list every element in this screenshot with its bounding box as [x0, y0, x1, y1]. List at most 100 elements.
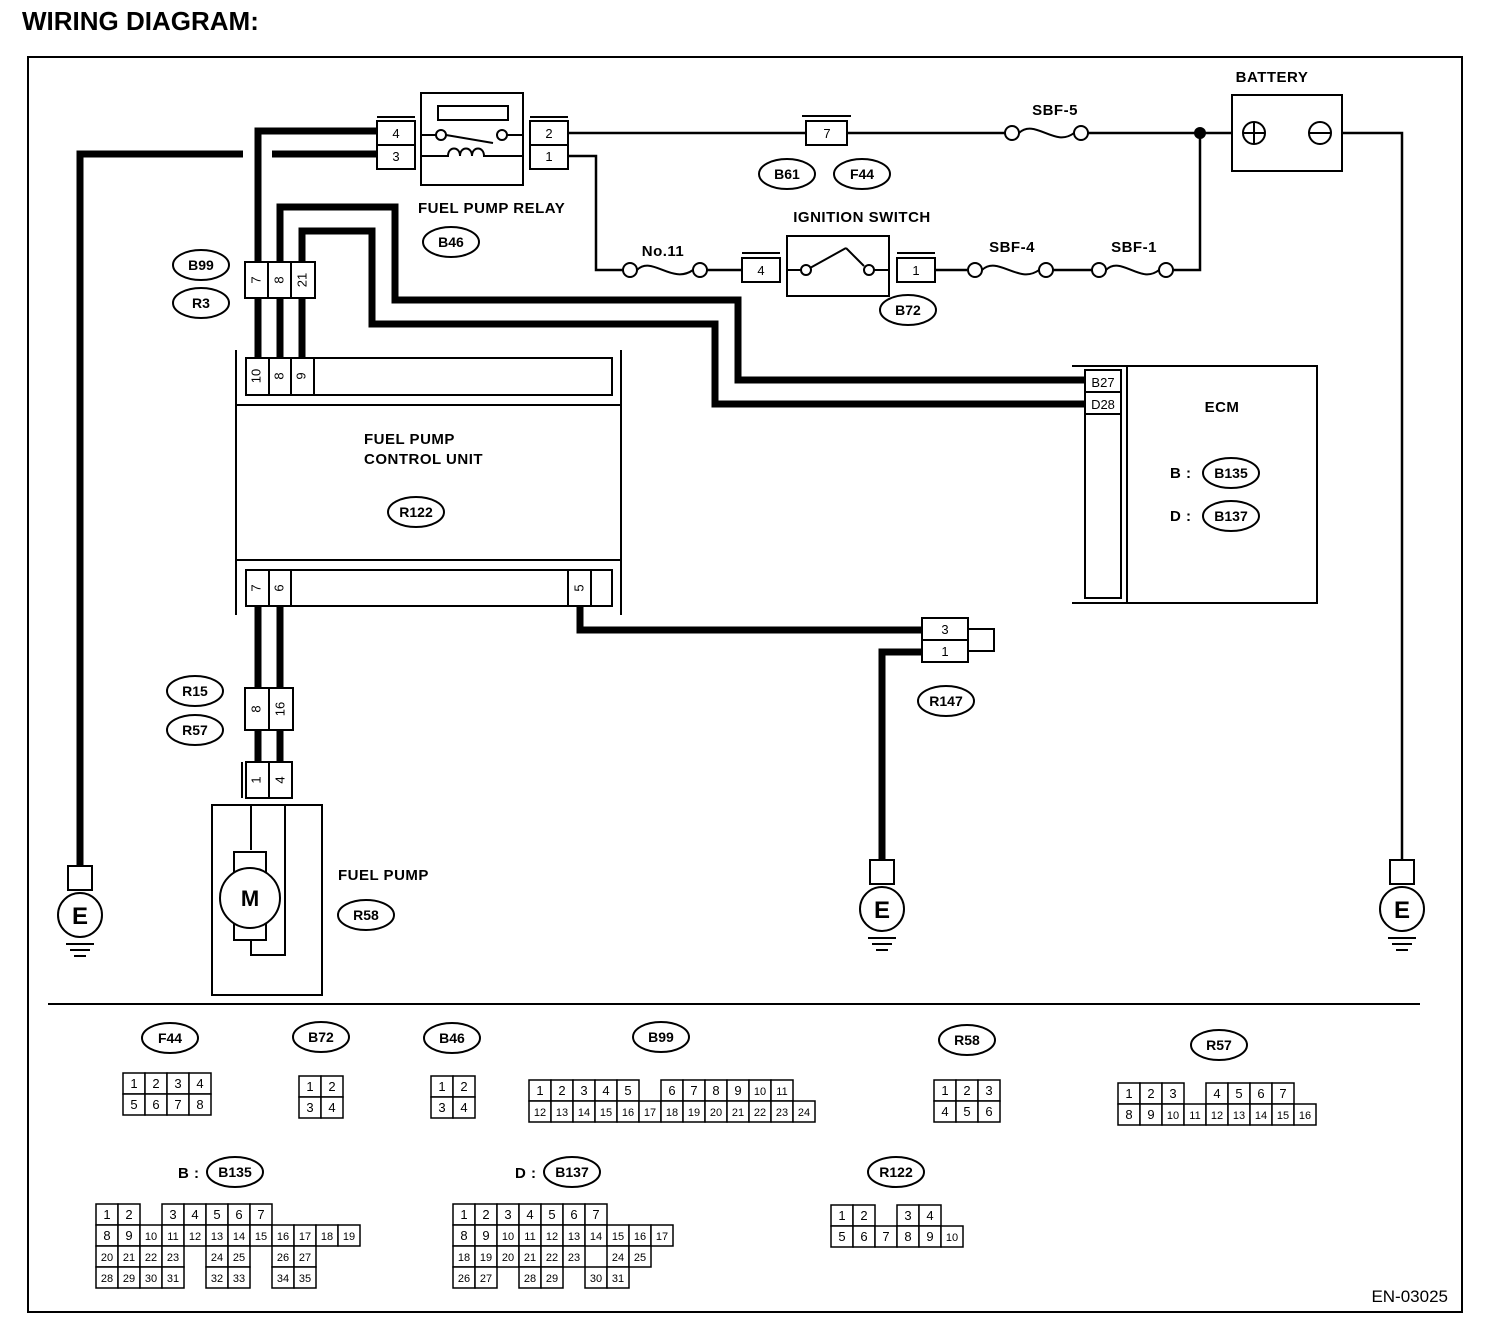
legend-pin-number: 9 — [482, 1228, 489, 1243]
svg-text:SBF-1: SBF-1 — [1111, 239, 1157, 256]
legend-pin-number: 20 — [101, 1252, 113, 1264]
svg-text:7: 7 — [248, 584, 263, 591]
legend-pin-number: 22 — [754, 1107, 766, 1119]
svg-text:4: 4 — [757, 263, 764, 278]
legend-pin-cell — [792, 1100, 816, 1123]
legend-pin-cell — [977, 1100, 1001, 1123]
legend-pin-number: 6 — [985, 1104, 992, 1119]
legend-pin-number: 8 — [1125, 1107, 1132, 1122]
svg-text:D :: D : — [515, 1165, 537, 1182]
legend-pin-number: 31 — [612, 1273, 624, 1285]
legend-pin-number: 29 — [546, 1273, 558, 1285]
legend-pin-number: 8 — [196, 1097, 203, 1112]
legend-pin-cell — [628, 1245, 652, 1268]
legend-pin-number: 7 — [174, 1097, 181, 1112]
legend-pin-number: 5 — [130, 1097, 137, 1112]
legend-pin-number: 8 — [103, 1228, 110, 1243]
svg-text:F44: F44 — [158, 1030, 182, 1046]
b61-connector: 7 — [802, 115, 851, 146]
junction-dot — [1194, 127, 1206, 139]
ground-right: E — [1379, 859, 1425, 951]
fuse-sbf5: SBF-5 — [1004, 102, 1089, 141]
legend-pin-cell — [540, 1266, 564, 1289]
svg-text:3: 3 — [941, 622, 948, 637]
svg-text:R122: R122 — [399, 504, 433, 520]
svg-text:FUEL PUMP: FUEL PUMP — [364, 431, 455, 448]
legend-pin-number: 21 — [732, 1107, 744, 1119]
legend-pin-number: 5 — [963, 1104, 970, 1119]
legend-pin-number: 10 — [145, 1231, 157, 1243]
legend-pin-number: 23 — [776, 1107, 788, 1119]
svg-text:B :: B : — [1170, 465, 1192, 482]
legend-pin-number: 4 — [328, 1100, 335, 1115]
svg-text:8: 8 — [248, 705, 263, 712]
legend-pin-number: 2 — [558, 1083, 565, 1098]
svg-text:7: 7 — [248, 276, 263, 283]
svg-text:21: 21 — [294, 273, 309, 287]
legend-pin-number: 5 — [838, 1229, 845, 1244]
svg-text:SBF-4: SBF-4 — [989, 239, 1035, 256]
legend-pin-number: 4 — [926, 1208, 933, 1223]
legend-pin-number: 17 — [644, 1107, 656, 1119]
page-title: WIRING DIAGRAM: — [22, 6, 259, 36]
legend-pin-cell — [1293, 1103, 1317, 1126]
legend-pin-number: 12 — [1211, 1110, 1223, 1122]
legend-pin-number: 27 — [480, 1273, 492, 1285]
legend-pin-number: 24 — [612, 1252, 624, 1264]
svg-text:R147: R147 — [929, 693, 963, 709]
legend-pin-number: 14 — [233, 1231, 245, 1243]
legend-pin-number: 18 — [458, 1252, 470, 1264]
legend-pin-number: 7 — [1279, 1086, 1286, 1101]
legend-pin-number: 31 — [167, 1273, 179, 1285]
legend-pin-number: 6 — [860, 1229, 867, 1244]
svg-text:8: 8 — [271, 372, 286, 379]
legend-pin-number: 14 — [590, 1231, 602, 1243]
legend-pin-number: 5 — [213, 1207, 220, 1222]
svg-text:7: 7 — [823, 126, 830, 141]
legend-pin-number: 13 — [1233, 1110, 1245, 1122]
svg-text:1: 1 — [545, 149, 552, 164]
svg-text:4: 4 — [392, 126, 399, 141]
legend-pin-number: 13 — [556, 1107, 568, 1119]
legend-pin-number: 3 — [580, 1083, 587, 1098]
ignition-switch: 4 1 IGNITION SWITCH — [741, 209, 936, 297]
svg-text:5: 5 — [571, 584, 586, 591]
legend-pin-number: 3 — [174, 1076, 181, 1091]
legend-pin-number: 35 — [299, 1273, 311, 1285]
svg-text:B99: B99 — [188, 257, 214, 273]
legend-pin-number: 11 — [167, 1231, 178, 1243]
legend-pin-cell — [940, 1225, 964, 1248]
legend-pin-number: 11 — [524, 1231, 535, 1243]
legend-ovals: F44 B72 B46 B99 R58 R57 B : B135 D : B13… — [141, 1021, 1248, 1188]
legend-pin-number: 4 — [1213, 1086, 1220, 1101]
legend-pin-number: 30 — [590, 1273, 602, 1285]
legend-pin-cell — [293, 1266, 317, 1289]
legend-pin-number: 22 — [145, 1252, 157, 1264]
legend-pin-cell — [161, 1266, 185, 1289]
legend-pin-cell — [320, 1096, 344, 1119]
legend-pin-number: 3 — [904, 1208, 911, 1223]
legend-pin-number: 17 — [299, 1231, 311, 1243]
legend-pin-number: 6 — [235, 1207, 242, 1222]
svg-text:IGNITION SWITCH: IGNITION SWITCH — [793, 209, 931, 226]
legend-pin-number: 24 — [798, 1107, 810, 1119]
svg-text:10: 10 — [248, 369, 263, 383]
legend-pin-number: 4 — [191, 1207, 198, 1222]
legend-pin-number: 1 — [536, 1083, 543, 1098]
legend-pin-cell — [606, 1266, 630, 1289]
legend-pin-number: 27 — [299, 1252, 311, 1264]
legend-pin-number: 18 — [321, 1231, 333, 1243]
legend-pin-cell — [337, 1224, 361, 1247]
fuel-pump-control-unit: 10 8 9 7 6 5 FUEL PUMP CONTROL UNIT — [235, 350, 622, 615]
legend-pin-number: 7 — [257, 1207, 264, 1222]
svg-text:R15: R15 — [182, 683, 208, 699]
legend-pin-number: 3 — [504, 1207, 511, 1222]
legend-pin-cell — [562, 1245, 586, 1268]
legend-pin-number: 4 — [941, 1104, 948, 1119]
legend-pin-number: 25 — [233, 1252, 245, 1264]
